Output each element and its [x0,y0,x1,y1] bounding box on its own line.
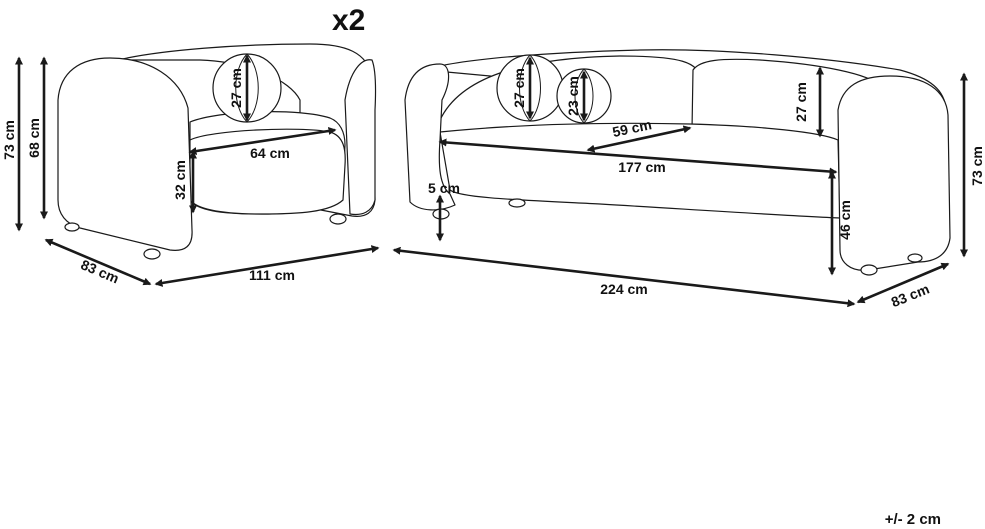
armchair-leg [64,222,80,232]
multiplier-label: x2 [332,4,365,37]
armchair-right-arm [344,59,377,216]
sofa-seat-width-label: 177 cm [618,159,665,175]
sofa-leg [907,253,923,263]
dimension-lines [15,54,968,308]
sofa-seat-height-label: 46 cm [837,200,853,240]
sofa-right-arm [837,75,951,271]
dim-line [856,262,950,304]
sofa-width-label: 224 cm [600,281,647,297]
armchair-arm-height-label: 68 cm [26,118,42,158]
sofa-leg [508,198,526,208]
tolerance-note: +/- 2 cm [885,511,941,528]
armchair-width-label: 111 cm [249,267,295,283]
dim-line [188,127,337,155]
dim-line [392,246,856,308]
dim-line [44,238,152,286]
armchair-seat [189,128,346,215]
dim-line [438,138,838,176]
armchair-seat-width-label: 64 cm [250,145,290,161]
dim-line [154,245,380,287]
sofa-drawing [404,49,951,276]
armchair-cushion-diameter-label: 27 cm [228,68,244,108]
armchair-leg [143,248,161,260]
armchair-depth-label: 83 cm [79,256,122,286]
sofa-leg-height-label: 5 cm [428,180,460,196]
armchair-seat-height-label: 32 cm [172,160,188,200]
armchair-drawing [57,43,377,260]
armchair-left-arm [57,57,193,251]
sofa-leg [860,264,878,276]
sofa-large-cushion-label: 27 cm [511,68,527,108]
armchair-overall-height-label: 73 cm [1,120,17,160]
armchair-leg [329,213,347,225]
sofa-overall-height-label: 73 cm [969,146,985,186]
sofa-back-cushion-height-label: 27 cm [793,82,809,122]
sofa-small-cushion-label: 23 cm [565,76,581,116]
